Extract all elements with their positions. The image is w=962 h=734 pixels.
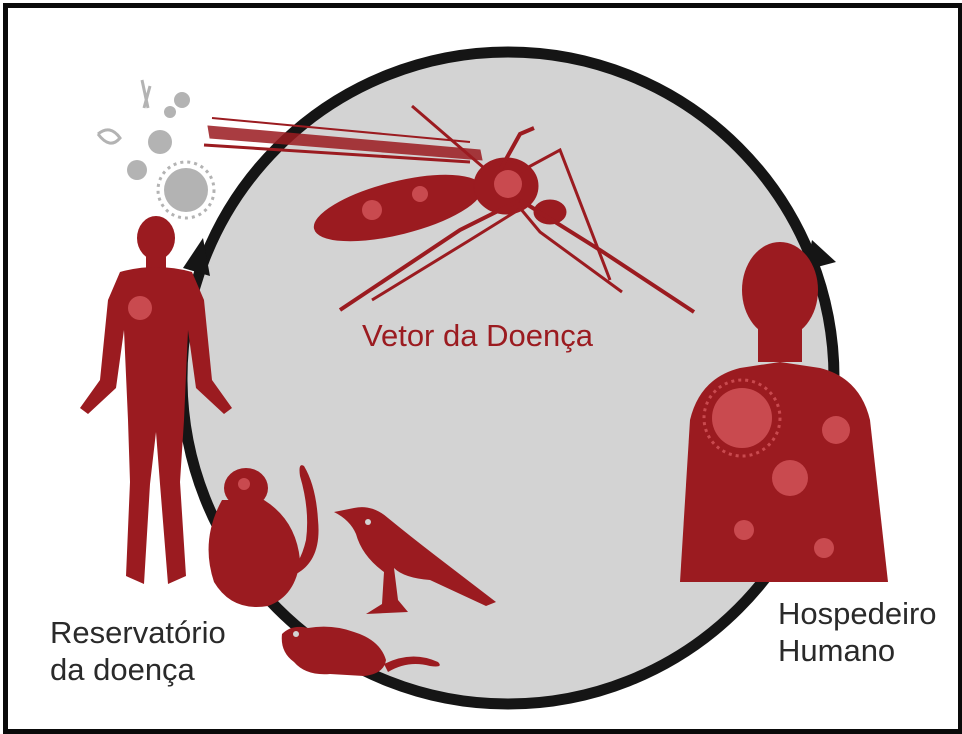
label-host: Hospedeiro Humano xyxy=(778,596,937,669)
label-vector-text: Vetor da Doença xyxy=(362,318,593,355)
label-vector: Vetor da Doença xyxy=(362,318,593,355)
label-host-line-1: Hospedeiro xyxy=(778,596,937,633)
label-reservoir: Reservatório da doença xyxy=(50,615,226,688)
label-host-line-2: Humano xyxy=(778,633,937,670)
label-reservoir-line-1: Reservatório xyxy=(50,615,226,652)
label-reservoir-line-2: da doença xyxy=(50,652,226,689)
pathogen-cluster-icon xyxy=(98,80,214,218)
